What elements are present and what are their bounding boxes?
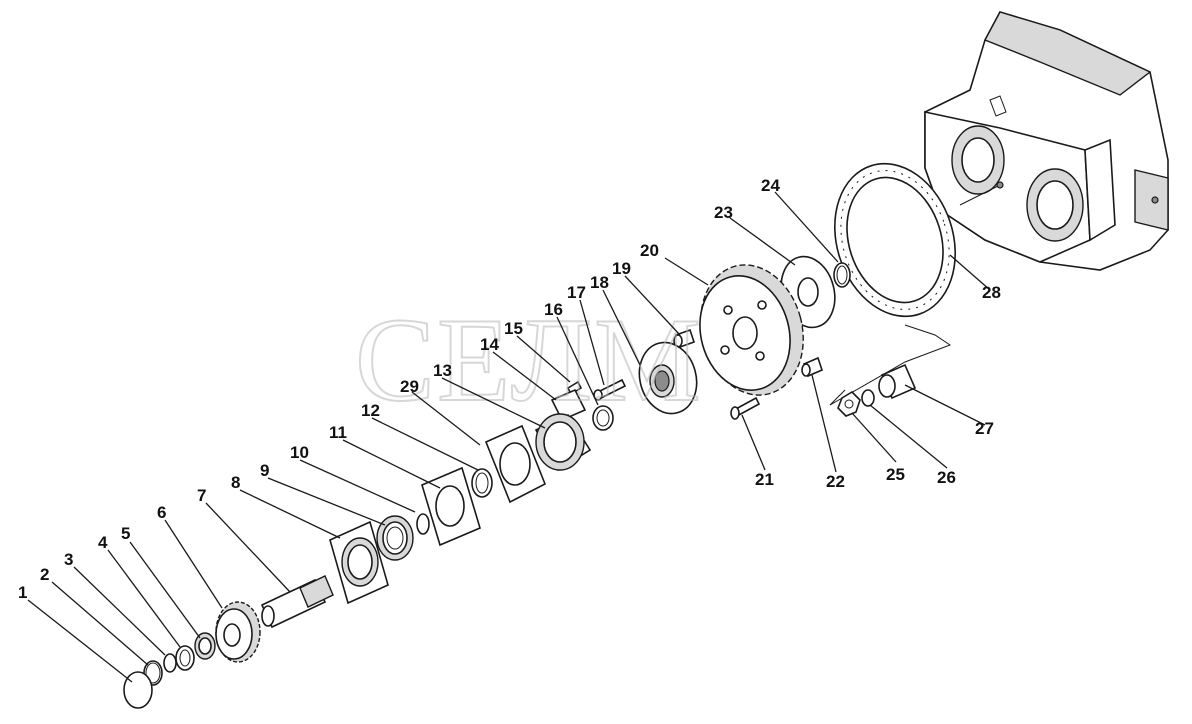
callout-13: 13 — [433, 361, 452, 380]
callout-21: 21 — [755, 470, 774, 489]
callout-3: 3 — [64, 550, 73, 569]
callout-28: 28 — [982, 283, 1001, 302]
pin-19 — [673, 328, 696, 349]
gearbox-housing — [924, 11, 1169, 271]
ring-3 — [163, 653, 177, 673]
lock-plate-14 — [550, 388, 587, 422]
spur-gear-20 — [699, 264, 804, 396]
bearing-cap-13 — [534, 413, 592, 472]
callout-23: 23 — [714, 203, 733, 222]
callout-2: 2 — [40, 565, 49, 584]
callout-18: 18 — [590, 273, 609, 292]
ring-4 — [175, 645, 195, 671]
splined-shaft-7 — [260, 575, 334, 629]
callout-19: 19 — [612, 259, 631, 278]
gasket-29 — [484, 424, 547, 504]
callout-4: 4 — [98, 533, 108, 552]
callout-22: 22 — [826, 472, 845, 491]
nut-25 — [837, 390, 861, 417]
inset-bracket — [829, 324, 952, 406]
callout-14: 14 — [480, 335, 499, 354]
callout-11: 11 — [329, 423, 347, 442]
sleeve-27 — [878, 363, 917, 400]
callout-25: 25 — [886, 465, 905, 484]
pin-22 — [801, 356, 823, 378]
callout-29: 29 — [400, 377, 419, 396]
seal-ring-12 — [471, 468, 493, 498]
callout-8: 8 — [231, 473, 240, 492]
bolt-21 — [730, 396, 761, 420]
snap-ring-10 — [416, 513, 430, 535]
callout-labels: 1 2 3 4 5 6 7 8 9 10 11 12 13 14 15 16 1… — [18, 176, 1001, 602]
callout-1: 1 — [18, 583, 27, 602]
bushing-16 — [592, 405, 614, 431]
leader-lines — [27, 191, 991, 683]
callout-5: 5 — [121, 524, 130, 543]
spur-gear-6 — [215, 601, 261, 663]
splined-hub-18 — [638, 341, 698, 415]
ball-bearing-9 — [376, 515, 414, 561]
callout-6: 6 — [157, 503, 166, 522]
callout-17: 17 — [567, 283, 586, 302]
callout-27: 27 — [975, 419, 994, 438]
callout-24: 24 — [761, 176, 780, 195]
callout-10: 10 — [290, 443, 309, 462]
callout-26: 26 — [937, 468, 956, 487]
bolt-17 — [593, 378, 627, 401]
washer-26 — [861, 389, 875, 407]
callout-15: 15 — [504, 319, 523, 338]
callout-16: 16 — [544, 300, 563, 319]
retaining-ring-24 — [833, 262, 851, 288]
bearing-cover-8 — [329, 520, 389, 605]
gasket-11 — [421, 466, 481, 547]
bearing-5 — [194, 632, 216, 660]
callout-7: 7 — [197, 486, 206, 505]
callout-20: 20 — [640, 241, 659, 260]
callout-9: 9 — [260, 461, 269, 480]
watermark-text: СЕЛМ — [355, 293, 703, 426]
end-cap-1 — [123, 671, 153, 709]
callout-12: 12 — [361, 401, 380, 420]
flange-ring-28 — [834, 162, 956, 318]
